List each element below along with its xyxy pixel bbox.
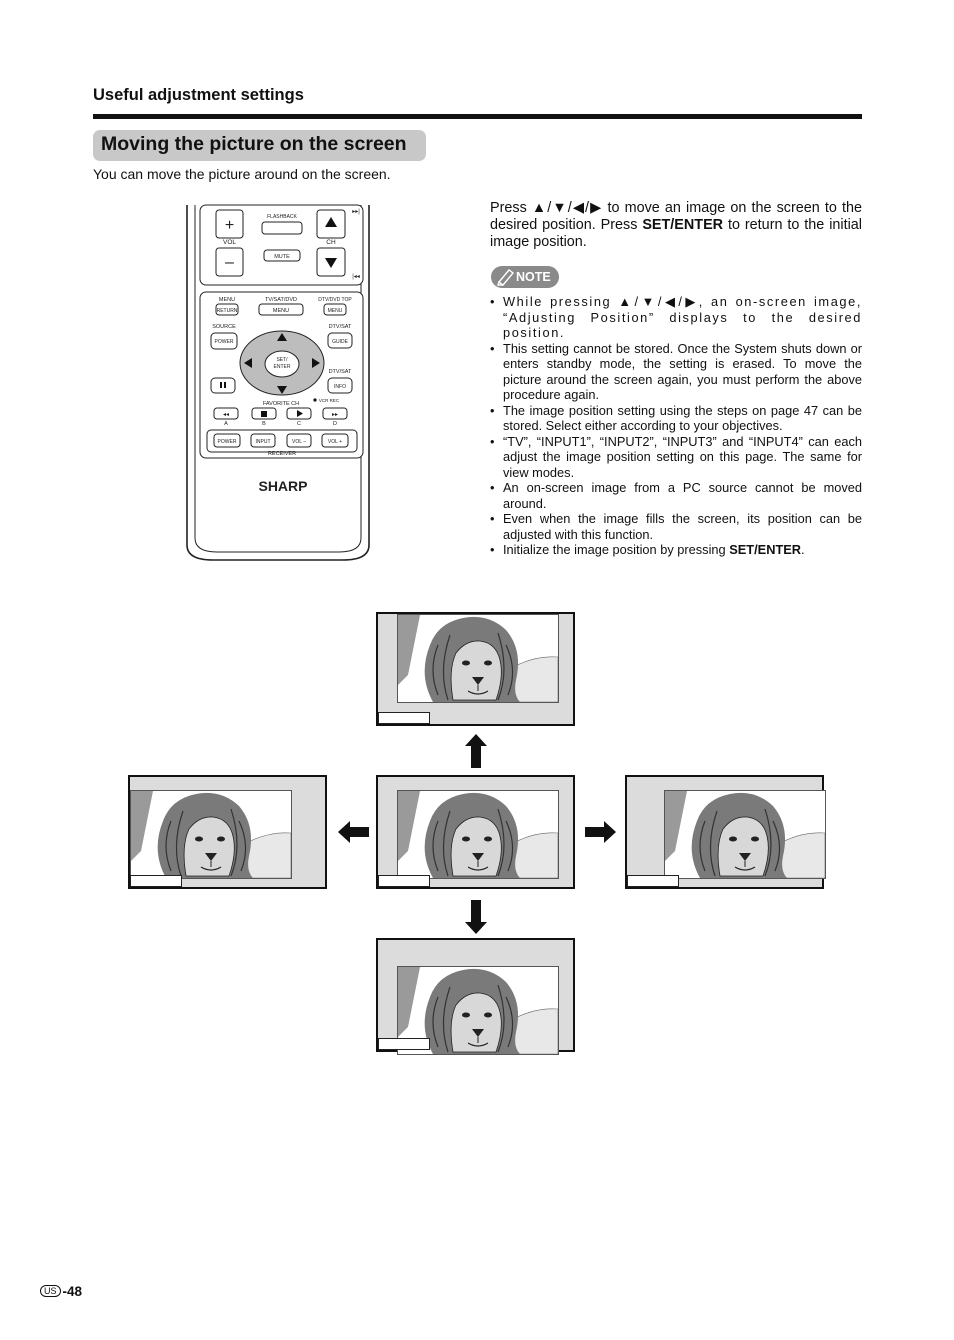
note-item: “TV”, “INPUT1”, “INPUT2”, “INPUT3” and “… (490, 434, 862, 481)
page-number: US-48 (40, 1284, 82, 1299)
arrow-up-icon (465, 734, 487, 768)
svg-text:B: B (262, 421, 266, 427)
svg-text:CH: CH (326, 239, 336, 246)
screen-moved-left (128, 775, 327, 889)
section-heading: Useful adjustment settings (93, 86, 304, 104)
svg-text:+: + (225, 217, 234, 234)
notes-list: While pressing ▲/▼/◀/▶, an on-screen ima… (490, 294, 862, 558)
svg-text:MENU: MENU (219, 297, 235, 303)
svg-text:VOL –: VOL – (292, 439, 306, 445)
svg-text:POWER: POWER (215, 339, 234, 345)
arrow-right-icon (585, 821, 616, 843)
arrow-left-icon (338, 821, 369, 843)
intro-text: You can move the picture around on the s… (93, 166, 391, 182)
page-title-background (93, 130, 426, 161)
svg-text:TV/SAT/DVD: TV/SAT/DVD (265, 297, 297, 303)
svg-text:D: D (333, 421, 337, 427)
screen-moved-down (376, 938, 575, 1055)
svg-text:DTV/DVD TOP: DTV/DVD TOP (318, 297, 352, 303)
svg-text:C: C (297, 421, 301, 427)
svg-text:POWER: POWER (218, 439, 237, 445)
remote-vol-label: VOL (223, 239, 236, 246)
screen-moved-right (625, 775, 826, 889)
remote-control-illustration: + – VOL FLASHBACK MUTE CH ▸▸| |◂◂ MENU T… (186, 204, 370, 561)
note-item: Initialize the image position by pressin… (490, 542, 862, 558)
svg-text:A: A (224, 421, 228, 427)
svg-text:SOURCE: SOURCE (212, 324, 236, 330)
svg-text:▸▸: ▸▸ (332, 412, 338, 418)
svg-text:MUTE: MUTE (274, 254, 290, 260)
svg-text:MENU: MENU (273, 308, 289, 314)
instruction-text: Press ▲/▼/◀/▶ to move an image on the sc… (490, 200, 863, 250)
svg-text:MENU: MENU (328, 308, 343, 314)
svg-text:VCR REC: VCR REC (319, 398, 340, 403)
screen-moved-up (376, 612, 575, 726)
note-item: The image position setting using the ste… (490, 403, 862, 434)
svg-text:GUIDE: GUIDE (332, 339, 349, 345)
svg-text:FLASHBACK: FLASHBACK (267, 214, 297, 220)
note-item: This setting cannot be stored. Once the … (490, 341, 862, 403)
svg-text:|◂◂: |◂◂ (352, 274, 360, 280)
svg-text:◂◂: ◂◂ (223, 412, 229, 418)
pencil-icon (497, 269, 515, 286)
svg-text:DTV/SAT: DTV/SAT (329, 369, 352, 375)
note-badge: NOTE (491, 266, 559, 288)
svg-text:DTV/SAT: DTV/SAT (329, 324, 352, 330)
arrow-down-icon (465, 900, 487, 934)
svg-text:–: – (225, 254, 234, 271)
note-item: An on-screen image from a PC source cann… (490, 480, 862, 511)
svg-text:▸▸|: ▸▸| (352, 209, 360, 215)
svg-text:RECEIVER: RECEIVER (268, 451, 296, 457)
svg-text:INFO: INFO (334, 384, 346, 390)
svg-text:FAVORITE CH: FAVORITE CH (263, 401, 299, 407)
svg-text:ENTER: ENTER (274, 364, 291, 370)
svg-text:RETURN: RETURN (217, 308, 238, 314)
svg-text:VOL +: VOL + (328, 439, 342, 445)
svg-text:SET/: SET/ (276, 357, 288, 363)
region-badge: US (40, 1285, 61, 1297)
note-item: Even when the image fills the screen, it… (490, 511, 862, 542)
heading-rule (93, 114, 862, 119)
note-item: While pressing ▲/▼/◀/▶, an on-screen ima… (490, 294, 862, 341)
page-title: Moving the picture on the screen (101, 133, 407, 155)
svg-text:INPUT: INPUT (256, 439, 271, 445)
screen-initial-position (376, 775, 575, 889)
sharp-logo: SHARP (258, 478, 307, 494)
